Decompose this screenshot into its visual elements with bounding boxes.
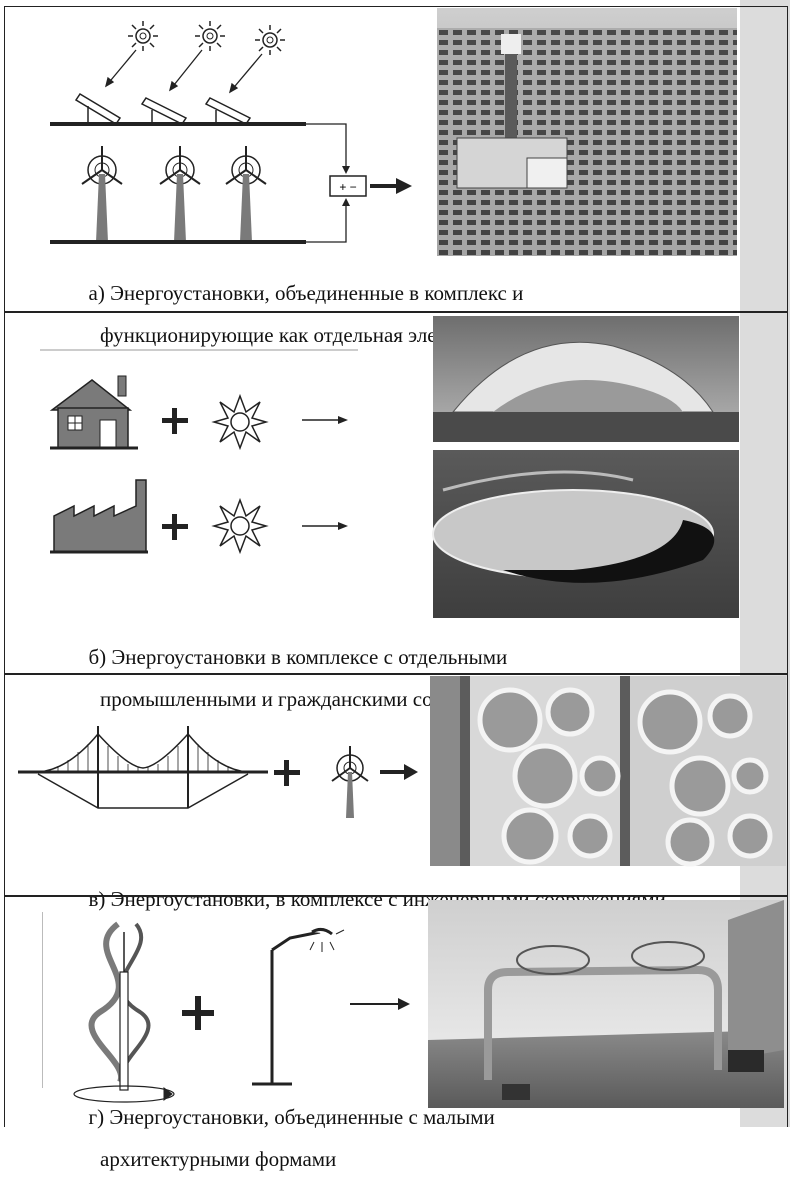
- panel-d: [4, 896, 788, 1127]
- arrow-icon: [370, 178, 412, 194]
- battery-wiring: [306, 123, 347, 243]
- wind-turbine-icon: [81, 146, 123, 242]
- solar-tower-plant-photo: [437, 8, 737, 256]
- arrow-icon: [302, 416, 348, 424]
- sun-rays: [104, 49, 263, 94]
- battery-icon: + −: [329, 175, 367, 197]
- panel-d-caption-line1: г) Энергоустановки, объединенные с малым…: [88, 1105, 495, 1129]
- solar-panel-icon: [140, 97, 188, 125]
- sun-icon: [195, 21, 225, 51]
- panel-d-left-rule: [42, 912, 43, 1088]
- wind-turbine-icon: [225, 146, 267, 242]
- panel-a-caption-line1: а) Энергоустановки, объединенные в компл…: [88, 281, 524, 305]
- bridge-icon: [18, 726, 268, 809]
- wind-turbine-icon: [159, 146, 201, 242]
- battery-label: + −: [339, 180, 356, 194]
- highway-sign-turbines-photo: [428, 900, 784, 1108]
- solar-panel-icon: [74, 92, 122, 126]
- panel-a: [4, 6, 788, 312]
- solar-panel-icon: [204, 97, 252, 125]
- panel-b-diagram: [40, 349, 358, 555]
- arrow-icon: [350, 998, 410, 1010]
- arrow-icon: [302, 522, 348, 530]
- sun-icon: [128, 21, 158, 51]
- panel-b-caption-line1: б) Энергоустановки в комплексе с отдельн…: [88, 645, 508, 669]
- plus-icon: [162, 514, 188, 540]
- plus-icon: [274, 760, 300, 786]
- panel-d-caption-line2: архитектурными формами: [100, 1147, 337, 1171]
- plus-icon: [162, 408, 188, 434]
- vertical-wind-turbine-icon: [73, 921, 175, 1103]
- panel-d-diagram: [73, 921, 410, 1103]
- panel-d-caption: г) Энергоустановки, объединенные с малым…: [78, 1086, 495, 1191]
- wind-turbine-icon: [331, 746, 369, 818]
- panel-b: [4, 312, 788, 674]
- sun-icon: [211, 393, 269, 451]
- plus-icon: [182, 996, 214, 1030]
- solar-building-photo: [433, 316, 739, 442]
- solar-stadium-photo: [432, 450, 739, 618]
- bridge-wind-turbines-photo: [430, 676, 786, 867]
- arrow-icon: [380, 764, 418, 780]
- street-lamp-icon: [252, 927, 345, 1086]
- panel-c: [4, 674, 788, 896]
- sun-icon: [255, 25, 285, 55]
- house-icon: [49, 375, 138, 450]
- sun-icon: [211, 497, 269, 555]
- panel-c-diagram: [18, 726, 418, 818]
- panel-a-diagram: + −: [50, 21, 412, 244]
- factory-icon: [50, 479, 148, 554]
